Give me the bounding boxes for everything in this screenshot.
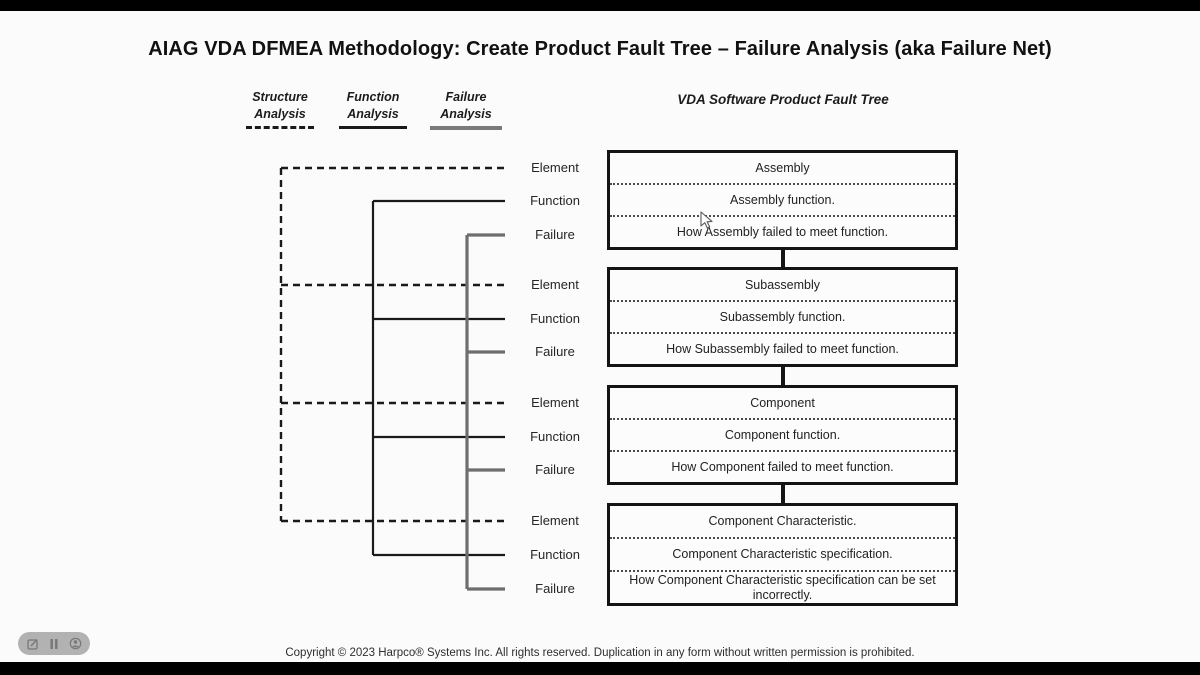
subassembly-box: Subassembly Subassembly function. How Su… bbox=[607, 267, 958, 367]
pause-button[interactable] bbox=[47, 637, 61, 651]
copyright-footer: Copyright © 2023 Harpco® Systems Inc. Al… bbox=[285, 647, 915, 659]
component-characteristic-box: Component Characteristic. Component Char… bbox=[607, 503, 958, 606]
row-label-failure: Failure bbox=[535, 462, 575, 477]
row-label-element: Element bbox=[531, 513, 579, 528]
component-characteristic-function-row: Component Characteristic specification. bbox=[610, 537, 955, 570]
subassembly-function-row: Subassembly function. bbox=[610, 300, 955, 332]
pause-icon bbox=[50, 638, 58, 649]
component-characteristic-element-row: Component Characteristic. bbox=[708, 514, 857, 529]
row-label-function: Function bbox=[530, 193, 580, 208]
assembly-element-row: Assembly bbox=[755, 160, 810, 175]
component-characteristic-connector bbox=[781, 485, 785, 503]
component-characteristic-failure-row: How Component Characteristic specificati… bbox=[610, 570, 955, 603]
page-title: AIAG VDA DFMEA Methodology: Create Produ… bbox=[148, 38, 1052, 60]
component-box: Component Component function. How Compon… bbox=[607, 385, 958, 485]
subassembly-element-row: Subassembly bbox=[744, 277, 821, 292]
function-analysis-underline bbox=[339, 126, 407, 129]
recorder-toolbar bbox=[18, 632, 90, 655]
structure-analysis-underline bbox=[246, 126, 314, 129]
row-label-function: Function bbox=[530, 429, 580, 444]
webcam-icon bbox=[69, 637, 82, 650]
component-function-row: Component function. bbox=[610, 418, 955, 450]
assembly-subassembly-connector bbox=[781, 250, 785, 267]
failure-analysis-label-line1: Failure bbox=[445, 90, 487, 104]
function-analysis-label-line1: Function bbox=[346, 90, 400, 104]
row-label-function: Function bbox=[530, 547, 580, 562]
tree-heading: VDA Software Product Fault Tree bbox=[677, 92, 889, 107]
assembly-failure-row: How Assembly failed to meet function. bbox=[610, 215, 955, 247]
annotate-button[interactable] bbox=[26, 637, 40, 651]
row-label-function: Function bbox=[530, 311, 580, 326]
component-failure-row: How Component failed to meet function. bbox=[610, 450, 955, 482]
column-header-function-analysis: Function Analysis bbox=[318, 89, 428, 129]
row-label-failure: Failure bbox=[535, 344, 575, 359]
function-analysis-label-line2: Analysis bbox=[347, 107, 399, 121]
subassembly-failure-row: How Subassembly failed to meet function. bbox=[610, 332, 955, 364]
column-header-structure-analysis: Structure Analysis bbox=[225, 89, 335, 129]
top-letterbox-bar bbox=[0, 0, 1200, 11]
row-label-element: Element bbox=[531, 395, 579, 410]
bottom-letterbox-bar bbox=[0, 662, 1200, 675]
component-element-row: Component bbox=[750, 395, 815, 410]
assembly-box: Assembly Assembly function. How Assembly… bbox=[607, 150, 958, 250]
failure-analysis-underline bbox=[430, 126, 502, 130]
row-label-element: Element bbox=[531, 277, 579, 292]
failure-analysis-label-line2: Analysis bbox=[440, 107, 492, 121]
row-label-failure: Failure bbox=[535, 581, 575, 596]
structure-analysis-label-line2: Analysis bbox=[254, 107, 306, 121]
annotate-icon bbox=[26, 638, 38, 650]
webcam-button[interactable] bbox=[69, 637, 83, 651]
row-label-element: Element bbox=[531, 160, 579, 175]
assembly-function-row: Assembly function. bbox=[610, 183, 955, 215]
structure-analysis-label-line1: Structure bbox=[252, 90, 308, 104]
subassembly-component-connector bbox=[781, 367, 785, 385]
row-label-failure: Failure bbox=[535, 227, 575, 242]
column-header-failure-analysis: Failure Analysis bbox=[411, 89, 521, 130]
